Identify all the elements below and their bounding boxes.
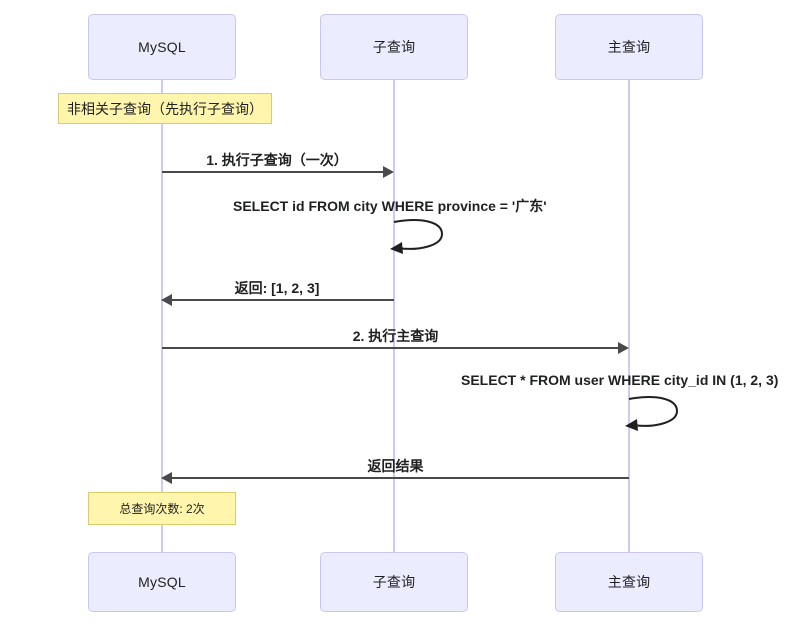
lifeline-subquery — [393, 80, 395, 552]
participant-bottom-mainquery[interactable]: 主查询 — [555, 552, 703, 612]
message-line-4 — [172, 477, 629, 479]
note-top: 非相关子查询（先执行子查询） — [58, 93, 272, 124]
participant-label-subquery-bottom: 子查询 — [372, 574, 416, 590]
message-label-4: 返回结果 — [367, 458, 424, 474]
message-line-2 — [172, 299, 394, 301]
message-arrowhead-2 — [161, 294, 172, 306]
participant-label-mysql: MySQL — [138, 39, 186, 55]
participant-bottom-subquery[interactable]: 子查询 — [320, 552, 468, 612]
message-label-2: 返回: [1, 2, 3] — [234, 280, 320, 296]
participant-top-subquery[interactable]: 子查询 — [320, 14, 468, 80]
self-loop-subquery — [390, 219, 444, 254]
participant-top-mysql[interactable]: MySQL — [88, 14, 236, 80]
lifeline-mysql — [161, 80, 163, 552]
lifeline-mainquery — [628, 80, 630, 552]
message-label-3: 2. 执行主查询 — [352, 328, 439, 344]
message-label-3-sql: SELECT * FROM user WHERE city_id IN (1, … — [461, 372, 779, 388]
participant-label-subquery: 子查询 — [372, 39, 416, 55]
message-label-1-sql: SELECT id FROM city WHERE province = '广东… — [233, 198, 547, 214]
participant-label-mysql-bottom: MySQL — [138, 574, 186, 590]
message-label-1: 1. 执行子查询（一次） — [206, 152, 348, 168]
note-bottom-label: 总查询次数: 2次 — [119, 502, 205, 516]
message-arrowhead-3 — [618, 342, 629, 354]
message-arrowhead-1 — [383, 166, 394, 178]
participant-top-mainquery[interactable]: 主查询 — [555, 14, 703, 80]
note-top-label: 非相关子查询（先执行子查询） — [67, 100, 263, 117]
participant-bottom-mysql[interactable]: MySQL — [88, 552, 236, 612]
participant-label-mainquery-bottom: 主查询 — [607, 574, 651, 590]
note-bottom: 总查询次数: 2次 — [88, 492, 236, 525]
message-arrowhead-4 — [161, 472, 172, 484]
self-loop-mainquery — [625, 396, 679, 431]
message-line-1 — [162, 171, 384, 173]
participant-label-mainquery: 主查询 — [607, 39, 651, 55]
message-line-3 — [162, 347, 619, 349]
